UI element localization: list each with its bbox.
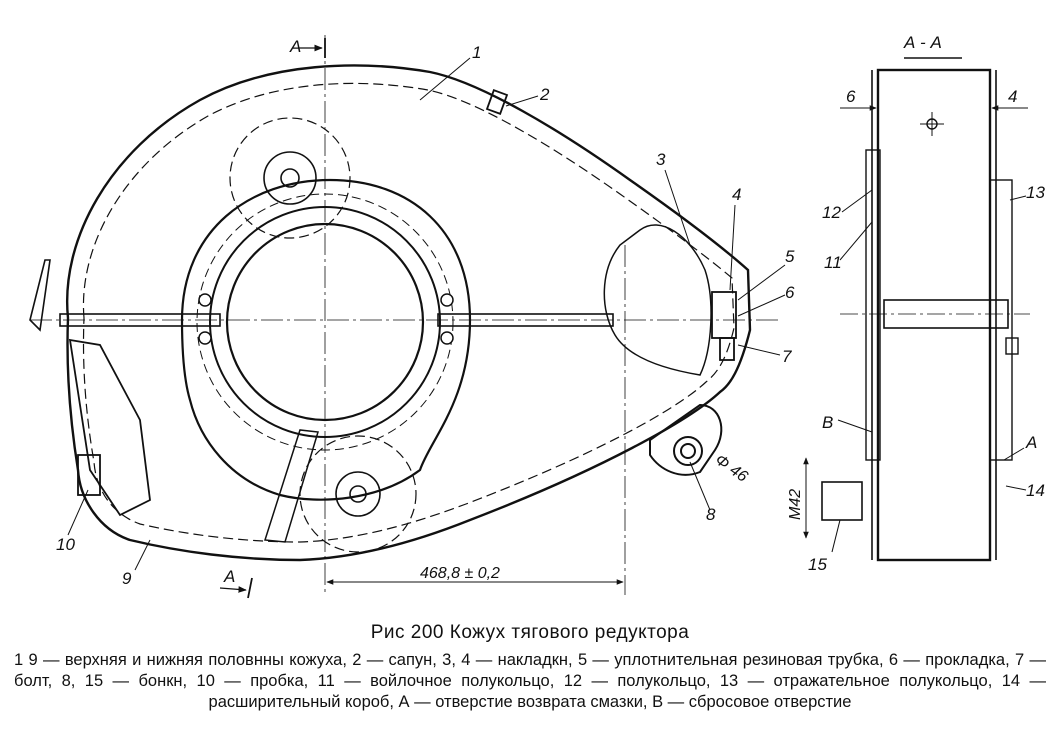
label-14: 14	[1026, 481, 1045, 500]
boss-8	[649, 403, 723, 476]
label-9: 9	[122, 569, 132, 588]
casing-outline	[65, 64, 752, 562]
label-10: 10	[56, 535, 75, 554]
split-flange	[30, 313, 780, 327]
casing-inner-line	[82, 82, 735, 543]
seal-assembly	[711, 291, 737, 361]
section-view-title: А - А	[903, 33, 942, 52]
section-marker-top	[298, 38, 326, 58]
section-leaders	[831, 189, 1027, 553]
pinion-upper	[229, 117, 351, 239]
figure-title: Рис 200 Кожух тягового редуктора	[370, 622, 690, 643]
section-letter-bottom: А	[223, 567, 235, 586]
label-7: 7	[782, 347, 792, 366]
label-12: 12	[822, 203, 841, 222]
label-13: 13	[1026, 183, 1045, 202]
gear-casing-drawing: 468,8 ± 0,2 Φ 46 1 2 3 4 5 6 7 8 9 10 А …	[29, 33, 1045, 599]
label-hole-A: А	[1025, 433, 1037, 452]
label-right-4: 4	[1008, 87, 1017, 106]
center-lines	[324, 35, 626, 595]
diameter-label: Φ 46	[712, 451, 751, 485]
center-distance-label: 468,8 ± 0,2	[420, 565, 500, 582]
left-flange	[29, 259, 51, 332]
label-15: 15	[808, 555, 827, 574]
figure-caption: Рис 200 Кожух тягового редуктора 1 9 — в…	[0, 622, 1060, 713]
section-marker-bottom	[219, 577, 253, 599]
section-view	[821, 68, 1030, 562]
label-8: 8	[706, 505, 716, 524]
label-3: 3	[656, 150, 666, 169]
axle-opening	[180, 178, 472, 501]
label-hole-B: В	[822, 413, 833, 432]
section-letter-top: А	[289, 37, 301, 56]
motor-cutaway	[603, 224, 712, 376]
label-5: 5	[785, 247, 795, 266]
lower-strut	[264, 429, 319, 543]
label-4: 4	[732, 185, 741, 204]
pinion-lower	[299, 435, 417, 553]
leader-lines	[67, 57, 786, 571]
label-1: 1	[472, 43, 481, 62]
plug-10	[68, 338, 151, 517]
section-dimensions	[803, 57, 1028, 539]
label-2: 2	[539, 85, 550, 104]
breather-2	[485, 89, 509, 115]
figure-legend: 1 9 — верхняя и нижняя половнны кожуха, …	[14, 651, 1046, 711]
thread-label: М42	[787, 489, 804, 520]
label-right-6: 6	[846, 87, 856, 106]
label-6: 6	[785, 283, 795, 302]
opening-bolts	[198, 293, 454, 345]
label-11: 11	[824, 253, 842, 272]
